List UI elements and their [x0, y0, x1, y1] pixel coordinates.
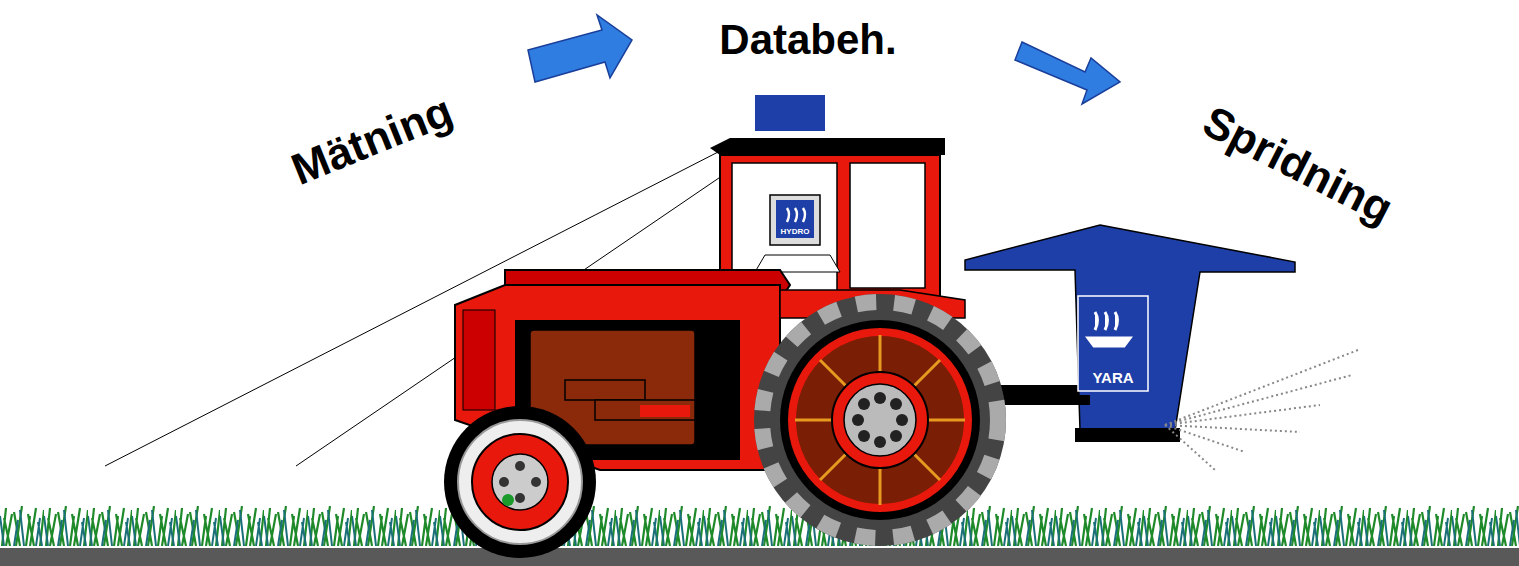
step-label: Databeh. — [719, 19, 896, 61]
flow-arrows — [528, 15, 1120, 104]
front-wheel — [444, 406, 596, 558]
ground — [0, 506, 1519, 566]
spreader — [965, 225, 1358, 470]
step-label: Mätning — [286, 88, 459, 192]
logo-text: HYDRO — [781, 228, 810, 236]
logo-text: YARA — [1092, 370, 1133, 385]
rear-wheel — [754, 294, 1006, 546]
step-label: Spridning — [1197, 99, 1400, 231]
